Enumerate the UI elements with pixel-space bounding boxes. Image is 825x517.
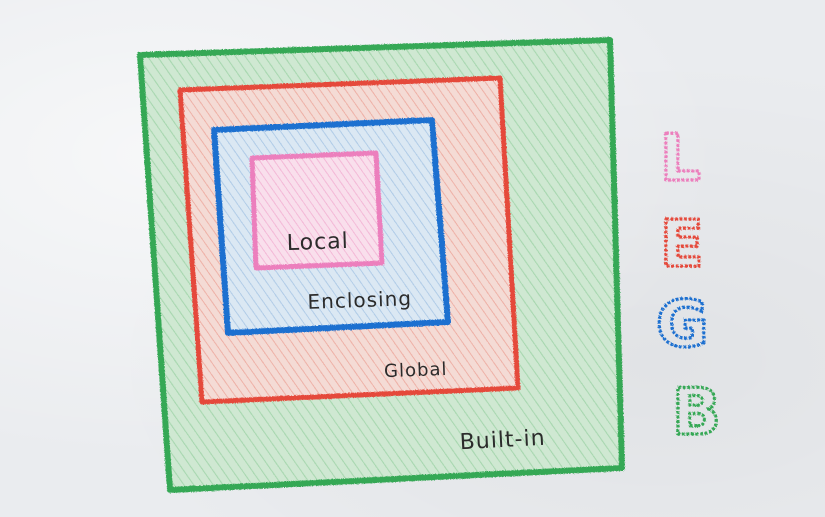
scope-label-local: Local xyxy=(286,229,349,256)
legend-letter-b: B xyxy=(672,376,721,450)
legb-legend: L E G B xyxy=(654,120,722,451)
scope-label-global: Global xyxy=(384,359,448,382)
scope-local-box xyxy=(249,150,385,271)
scope-label-builtin: Built-in xyxy=(459,426,546,455)
scope-label-enclosing: Enclosing xyxy=(307,286,412,314)
legend-letter-l: L xyxy=(660,122,701,196)
scope-local xyxy=(249,150,385,271)
legend-letter-e: E xyxy=(660,208,704,282)
legend-letter-g: G xyxy=(656,288,709,362)
